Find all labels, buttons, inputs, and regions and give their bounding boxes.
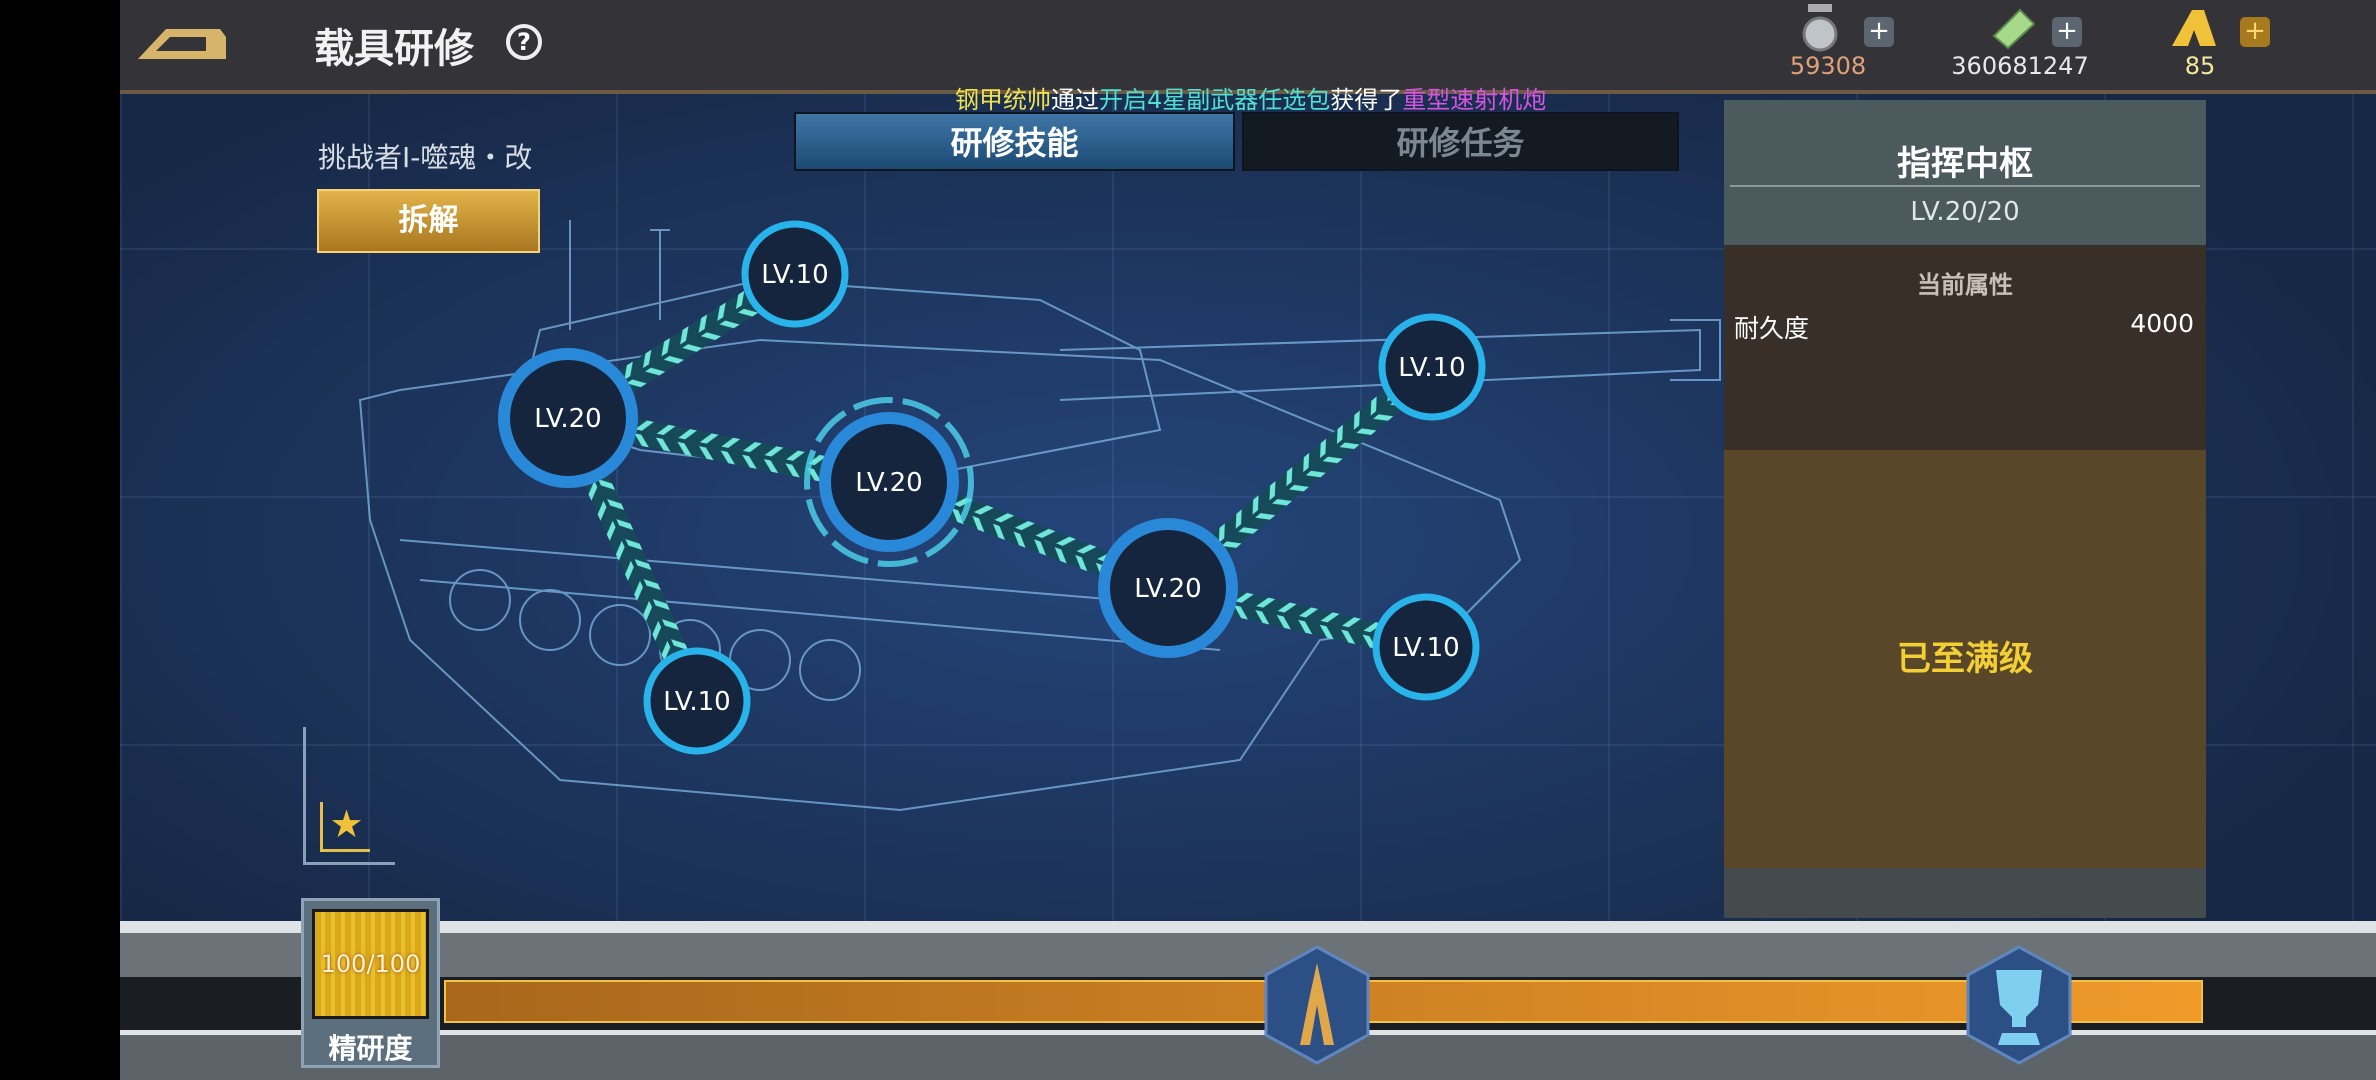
attribute-name: 耐久度 bbox=[1734, 314, 1810, 343]
add-cash-button[interactable]: + bbox=[2052, 17, 2082, 47]
max-level-status: 已至满级 bbox=[1724, 450, 2206, 868]
tab-research-skills[interactable]: 研修技能 bbox=[794, 112, 1235, 171]
broadcast-marquee: 钢甲统帅通过开启4星副武器任选包获得了重型速射机炮 bbox=[955, 80, 1546, 115]
disassemble-button[interactable]: 拆解 bbox=[317, 189, 540, 253]
skill-node[interactable]: LV.10 bbox=[1378, 313, 1486, 421]
skill-link bbox=[884, 469, 1173, 601]
precision-badge: 100/100 精研度 bbox=[301, 898, 440, 1068]
current-attributes-header: 当前属性 bbox=[1917, 271, 2013, 299]
divider bbox=[1730, 185, 2200, 187]
top-bar bbox=[120, 0, 2376, 94]
skill-node[interactable]: LV.20 bbox=[1098, 518, 1238, 658]
page-title: 载具研修 bbox=[314, 26, 474, 72]
skill-title: 指挥中枢 bbox=[1897, 144, 2033, 184]
skill-node-level: LV.20 bbox=[855, 468, 922, 498]
skill-level: LV.20/20 bbox=[1910, 197, 2020, 227]
tab-research-tasks[interactable]: 研修任务 bbox=[1242, 112, 1679, 171]
cash-count: 360681247 bbox=[1951, 52, 2089, 80]
rating-chart-button[interactable]: ★ bbox=[303, 727, 395, 865]
skill-detail-panel: 指挥中枢 LV.20/20 当前属性 耐久度 4000 已至满级 bbox=[1724, 100, 2206, 918]
medal-icon bbox=[1800, 4, 1840, 54]
add-medal-button[interactable]: + bbox=[1864, 17, 1894, 47]
milestone-reward-icon[interactable] bbox=[1264, 945, 1370, 1065]
skill-node[interactable]: LV.10 bbox=[643, 647, 751, 755]
skill-node-level: LV.10 bbox=[1398, 353, 1465, 383]
gold-count: 85 bbox=[2184, 52, 2216, 80]
marquee-player: 钢甲统帅 bbox=[955, 86, 1051, 114]
precision-label: 精研度 bbox=[328, 1032, 413, 1065]
trophy-reward-icon[interactable] bbox=[1966, 945, 2072, 1065]
skill-node-level: LV.20 bbox=[1134, 574, 1201, 604]
skill-node[interactable]: LV.10 bbox=[741, 220, 849, 328]
back-button[interactable] bbox=[136, 23, 228, 61]
marquee-got: 获得了 bbox=[1330, 86, 1403, 114]
skill-node-level: LV.10 bbox=[663, 687, 730, 717]
precision-value: 100/100 bbox=[312, 909, 429, 1019]
marquee-item: 开启4星副武器任选包 bbox=[1099, 86, 1331, 114]
skill-node[interactable]: LV.20 bbox=[804, 397, 974, 567]
help-icon[interactable]: ? bbox=[506, 24, 542, 60]
skill-node-level: LV.20 bbox=[534, 404, 601, 434]
skill-link bbox=[556, 412, 709, 707]
skill-node[interactable]: LV.10 bbox=[1372, 593, 1480, 701]
vehicle-name: 挑战者I-噬魂・改 bbox=[318, 141, 533, 174]
marquee-reward: 重型速射机炮 bbox=[1402, 86, 1547, 114]
star-icon: ★ bbox=[320, 802, 370, 852]
gold-icon bbox=[2170, 6, 2218, 50]
cash-icon bbox=[1990, 6, 2038, 50]
skill-node-level: LV.10 bbox=[761, 260, 828, 290]
marquee-via: 通过 bbox=[1051, 86, 1099, 114]
add-gold-button[interactable]: + bbox=[2240, 17, 2270, 47]
skill-node[interactable]: LV.20 bbox=[498, 348, 638, 488]
skill-node-level: LV.10 bbox=[1392, 633, 1459, 663]
medal-count: 59308 bbox=[1789, 52, 1867, 80]
skill-link bbox=[1159, 357, 1441, 598]
attribute-value: 4000 bbox=[2130, 309, 2194, 338]
